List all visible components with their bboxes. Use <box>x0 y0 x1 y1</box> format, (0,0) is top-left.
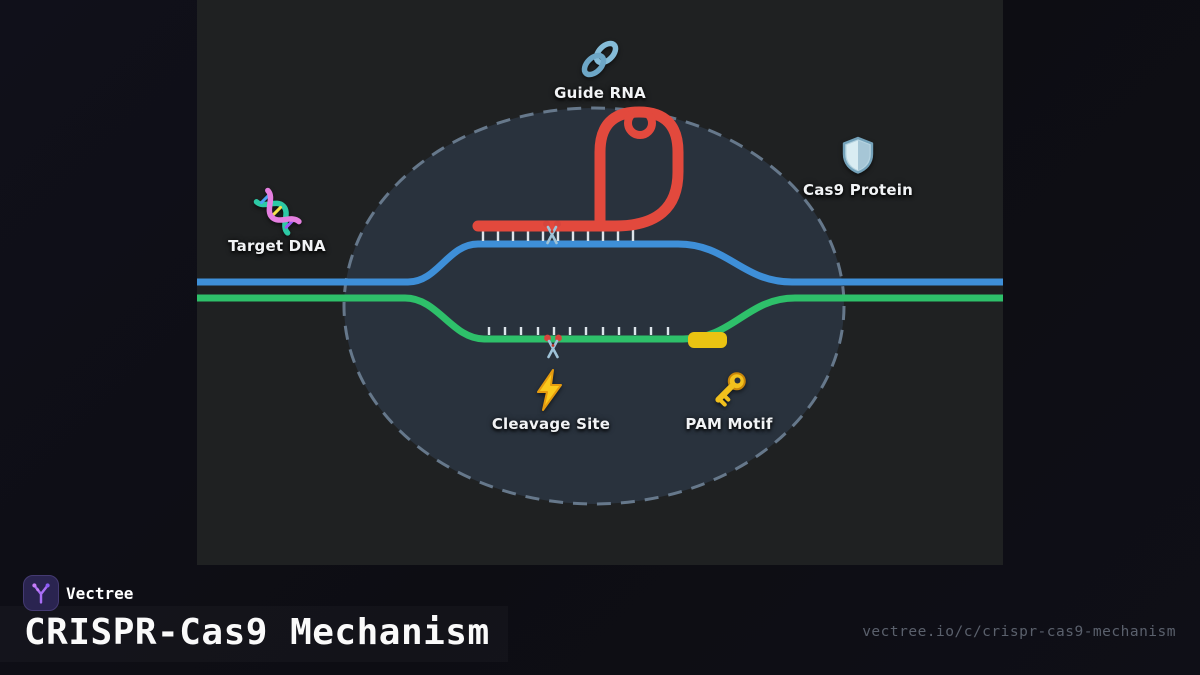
share-url: vectree.io/c/crispr-cas9-mechanism <box>862 624 1176 640</box>
guide-rna-label: Guide RNA <box>554 84 646 102</box>
vectree-v-icon <box>32 583 50 604</box>
brand-name: Vectree <box>66 584 134 603</box>
page-title: CRISPR-Cas9 Mechanism <box>24 612 490 653</box>
scissors-top-icon <box>543 220 561 245</box>
target-dna-label: Target DNA <box>228 237 326 255</box>
vectree-logo <box>23 575 59 611</box>
pam-block <box>688 332 727 348</box>
cleavage-site-label: Cleavage Site <box>491 415 611 433</box>
dna-strand-top <box>197 240 1003 286</box>
guide-rna-hairpin <box>624 107 656 139</box>
guide-rna-loop <box>472 106 684 232</box>
pam-motif-label: PAM Motif <box>685 415 773 433</box>
cas9-protein-label: Cas9 Protein <box>803 181 913 199</box>
dna-strand-bottom <box>197 294 1003 343</box>
base-pair-ticks-bottom <box>487 327 670 335</box>
scissors-bottom-icon <box>544 334 562 359</box>
diagram-canvas[interactable]: Guide RNA Cas9 Protein Target DN <box>197 0 1003 565</box>
